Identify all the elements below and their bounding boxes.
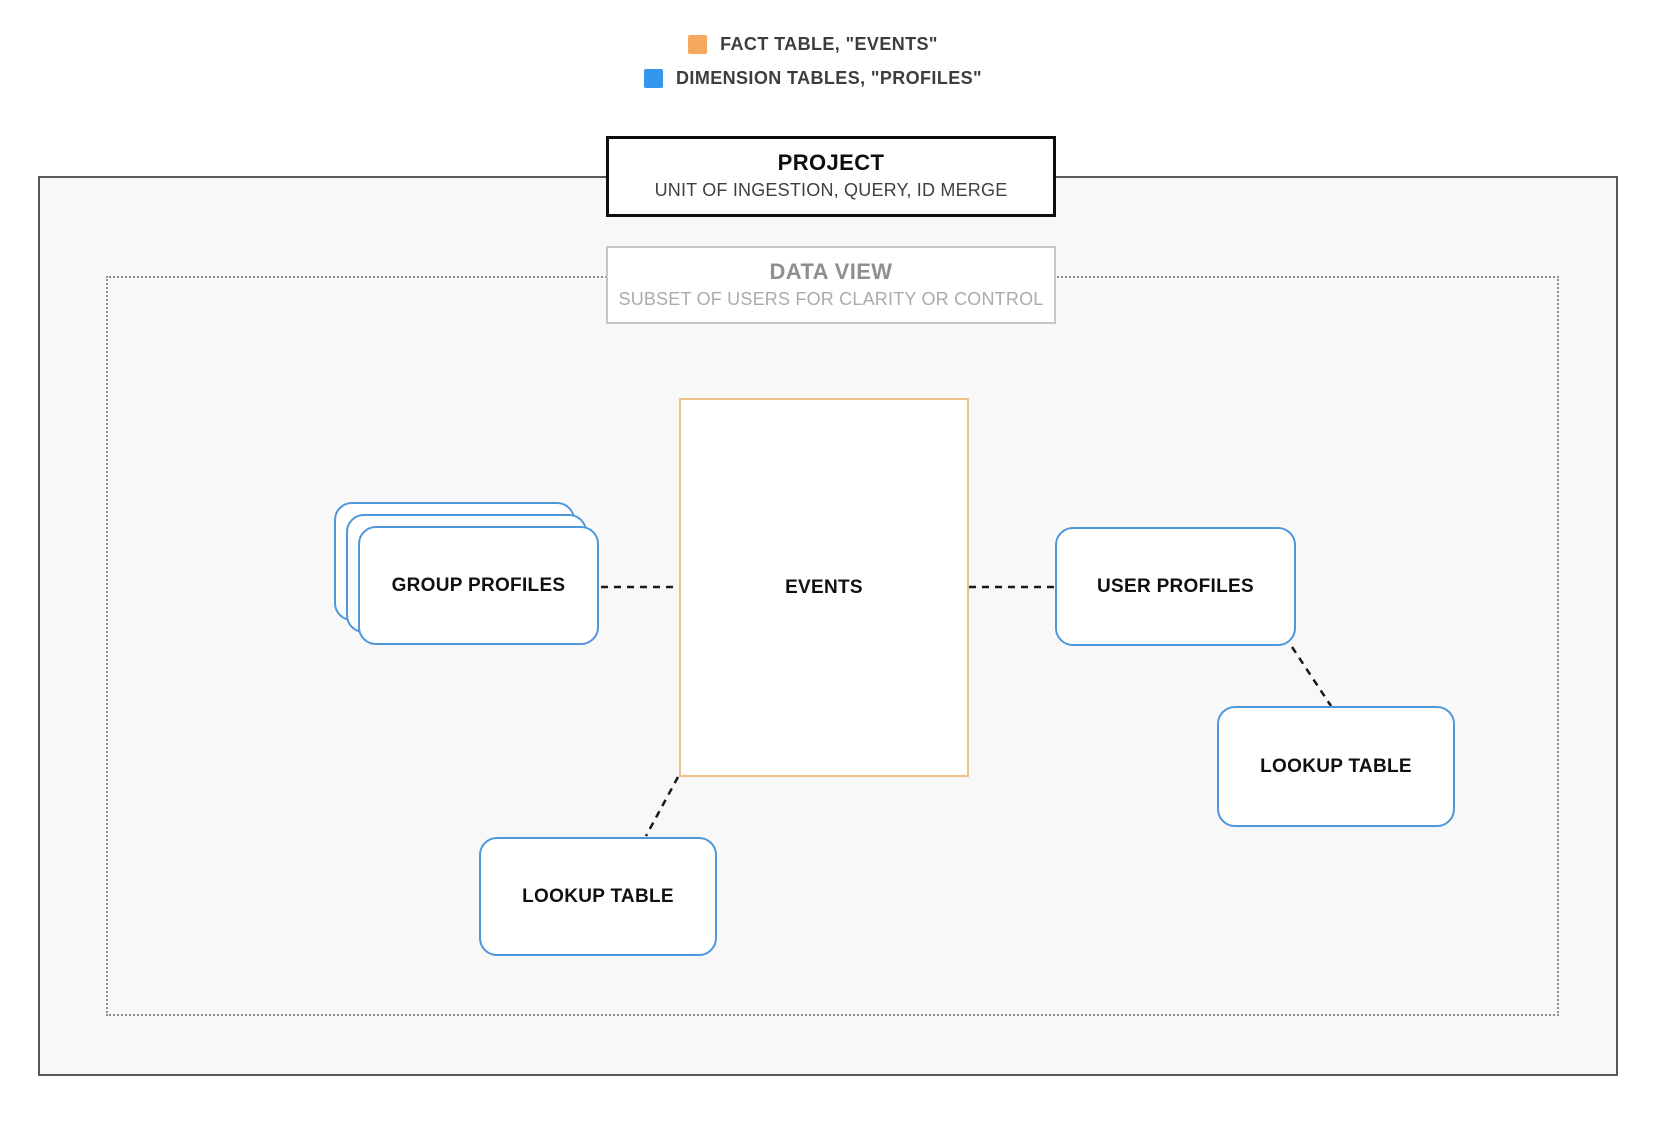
group-profiles-node: GROUP PROFILES bbox=[358, 526, 599, 645]
connector-events-lookup-table-bottom bbox=[644, 776, 680, 837]
group-profiles-label: GROUP PROFILES bbox=[391, 574, 566, 596]
lookup-table-right-label: LOOKUP TABLE bbox=[1260, 755, 1412, 777]
lookup-table-right-node: LOOKUP TABLE bbox=[1217, 706, 1455, 827]
legend-item-dimension-tables: DIMENSION TABLES, "PROFILES" bbox=[644, 68, 982, 89]
dimension-tables-color-swatch-icon bbox=[644, 69, 664, 88]
data-view-subtitle: SUBSET OF USERS FOR CLARITY OR CONTROL bbox=[618, 289, 1044, 309]
data-view-box: DATA VIEW SUBSET OF USERS FOR CLARITY OR… bbox=[606, 246, 1056, 324]
user-profiles-label: USER PROFILES bbox=[1097, 575, 1254, 597]
events-label: EVENTS bbox=[785, 576, 863, 598]
legend-item-fact-table: FACT TABLE, "EVENTS" bbox=[688, 34, 938, 55]
lookup-table-bottom-label: LOOKUP TABLE bbox=[522, 885, 674, 907]
data-view-title: DATA VIEW bbox=[769, 259, 893, 284]
legend-label: DIMENSION TABLES, "PROFILES" bbox=[676, 68, 982, 88]
events-node: EVENTS bbox=[679, 398, 969, 777]
legend: FACT TABLE, "EVENTS" DIMENSION TABLES, "… bbox=[644, 34, 982, 89]
fact-table-color-swatch-icon bbox=[688, 35, 708, 54]
project-box: PROJECT UNIT OF INGESTION, QUERY, ID MER… bbox=[606, 136, 1056, 217]
connector-user-profiles-lookup-table-right bbox=[1290, 646, 1333, 707]
lookup-table-bottom-node: LOOKUP TABLE bbox=[479, 837, 717, 956]
legend-label: FACT TABLE, "EVENTS" bbox=[720, 34, 938, 54]
project-title: PROJECT bbox=[777, 150, 885, 175]
project-subtitle: UNIT OF INGESTION, QUERY, ID MERGE bbox=[654, 180, 1008, 200]
user-profiles-node: USER PROFILES bbox=[1055, 527, 1296, 646]
